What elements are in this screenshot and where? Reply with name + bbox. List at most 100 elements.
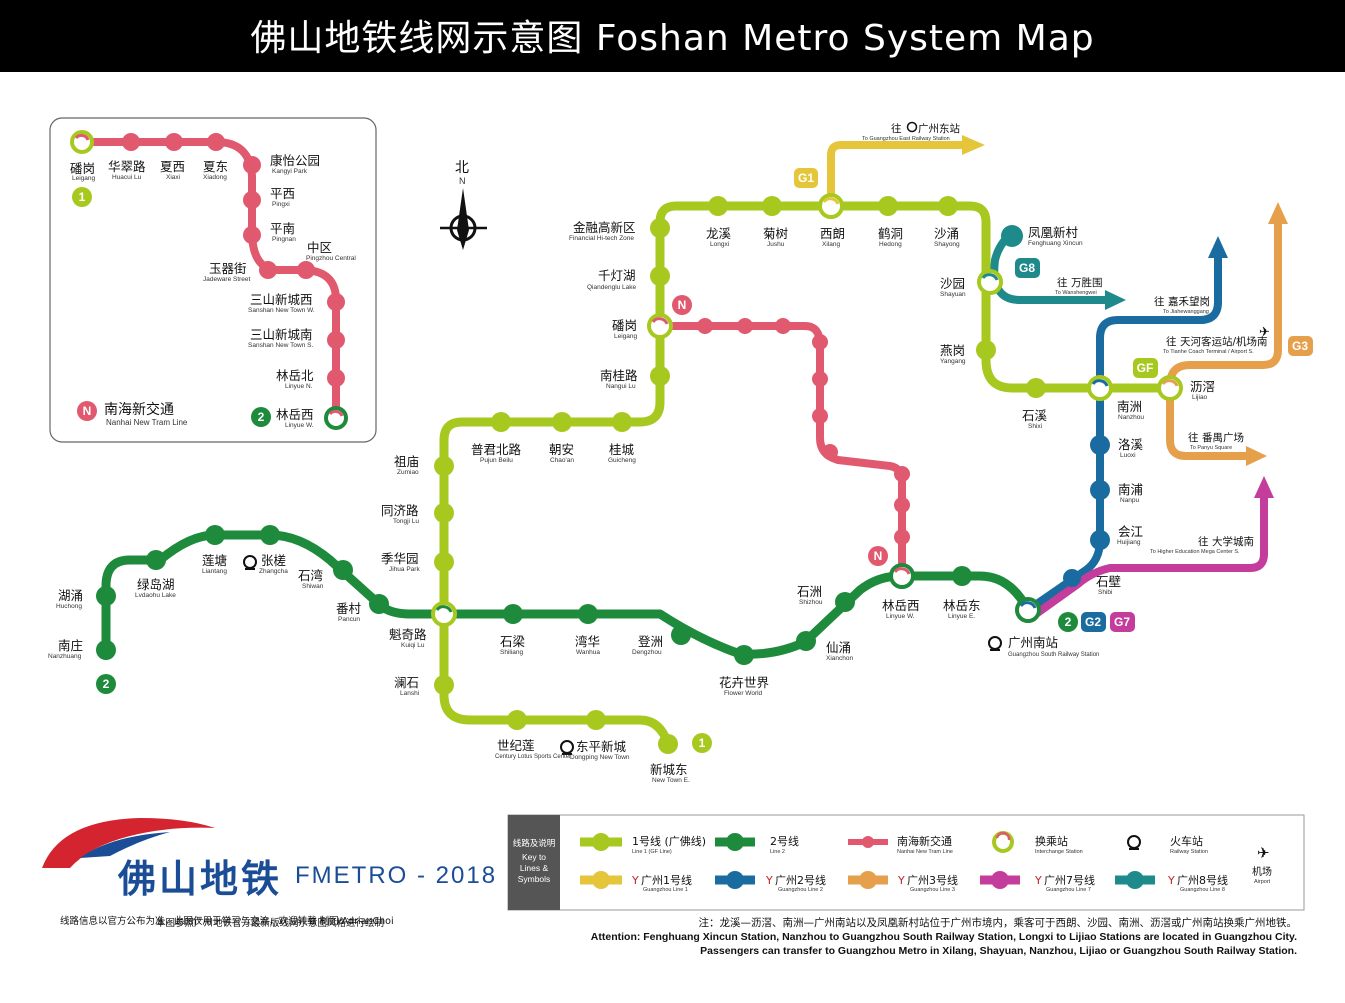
- g7-badge: G7: [1110, 612, 1135, 632]
- station-en: Guicheng: [608, 457, 636, 464]
- station-name: 沙园: [940, 276, 965, 291]
- svg-text:Line 1 (GF Line): Line 1 (GF Line): [632, 849, 672, 855]
- station-name: 张槎: [261, 553, 286, 568]
- station-name: 石湾: [298, 568, 323, 583]
- svg-text:Guangzhou Line 7: Guangzhou Line 7: [1046, 887, 1091, 893]
- station-name: 鹤洞: [878, 226, 903, 241]
- station-en: Shiwan: [302, 583, 324, 590]
- station-en: Luoxi: [1120, 452, 1136, 459]
- gz2-station-dots: [1063, 435, 1110, 587]
- svg-text:GF: GF: [1137, 361, 1154, 375]
- station-name: 南浦: [1118, 482, 1143, 497]
- svg-text:Y: Y: [765, 874, 773, 887]
- station-name: 南庄: [58, 638, 83, 653]
- gz-line8-arrow: [1105, 290, 1126, 310]
- station-en: Wanhua: [576, 649, 600, 656]
- inset-station-en: Xiaxi: [166, 174, 180, 181]
- inset-station-en: Linyue N.: [285, 383, 313, 390]
- gz-line1-arrow: [962, 135, 985, 155]
- station-name: 世纪莲: [497, 738, 535, 753]
- legend-title: 线路及说明: [513, 838, 556, 849]
- line1-badge: 1: [692, 733, 712, 753]
- inset-station-name: 平南: [270, 221, 295, 236]
- svg-text:番禺广场: 番禺广场: [1202, 431, 1244, 444]
- station-en: Huijiang: [1117, 539, 1141, 546]
- station-name: 祖庙: [394, 454, 419, 469]
- interchange-icon: [324, 406, 348, 430]
- railway-station-icon: [988, 636, 1002, 651]
- station-en: Nanzhuang: [48, 653, 82, 660]
- station-en: Linyue W.: [886, 613, 915, 620]
- station-en: Lanshi: [400, 690, 419, 697]
- inset-station-name: 林岳北: [276, 368, 314, 383]
- station-name: 东平新城: [576, 739, 627, 754]
- station-en: Leigang: [614, 333, 638, 340]
- inset-line2-badge: 2: [251, 407, 271, 427]
- interchange-icon: [889, 563, 915, 589]
- svg-text:Guangzhou Line 2: Guangzhou Line 2: [778, 887, 823, 893]
- inset-station-name: 三山新城西: [250, 292, 313, 307]
- station-name: 普君北路: [471, 442, 522, 457]
- station-name: 南洲: [1117, 399, 1142, 414]
- inset-station-en: Sanshan New Town S.: [248, 342, 313, 349]
- station-name: 龙溪: [706, 226, 732, 241]
- railway-station-icon: [560, 740, 574, 755]
- station-en: Pujun Beilu: [480, 457, 513, 464]
- map-title: 佛山地铁线网示意图 Foshan Metro System Map: [250, 18, 1095, 59]
- legend: 线路及说明 Key to Lines & Symbols 1号线 (广佛线) L…: [507, 814, 1305, 911]
- inset-line1-badge: 1: [72, 187, 92, 207]
- station-name: 澜石: [394, 675, 419, 690]
- tram-station-dots: [697, 318, 910, 545]
- station-en: Hedong: [879, 241, 902, 248]
- station-en: Financial Hi-tech Zone: [569, 235, 634, 242]
- svg-text:To Guangzhou East Railway Stat: To Guangzhou East Railway Station: [862, 136, 950, 142]
- station-en: Jihua Park: [389, 566, 420, 573]
- svg-text:Interchange Station: Interchange Station: [1035, 849, 1083, 855]
- station-labels: 金融高新区 Financial Hi-tech Zone 千灯湖 Qianden…: [48, 220, 1215, 784]
- station-name: 绿岛湖: [137, 577, 175, 592]
- gz-line2-arrow: [1208, 236, 1228, 258]
- station-name: 季华园: [381, 551, 419, 566]
- station-name: 莲塘: [202, 553, 227, 568]
- svg-text:万胜围: 万胜围: [1071, 277, 1103, 289]
- station-name: 番村: [336, 601, 362, 616]
- inset-tram-label-en: Nanhai New Tram Line: [106, 418, 188, 427]
- direction-labels: 往 广州东站 To Guangzhou East Railway Station…: [862, 122, 1268, 555]
- svg-text:Line 2: Line 2: [770, 849, 785, 855]
- interchange-icon: [431, 601, 457, 627]
- station-name: 凤凰新村: [1028, 225, 1079, 240]
- svg-text:Y: Y: [631, 874, 639, 887]
- svg-text:N: N: [874, 549, 883, 563]
- svg-text:To Wanshengwei: To Wanshengwei: [1055, 290, 1097, 296]
- svg-text:G3: G3: [1292, 339, 1308, 353]
- svg-text:嘉禾望岗: 嘉禾望岗: [1168, 295, 1210, 308]
- svg-text:广州2号线: 广州2号线: [775, 873, 826, 887]
- interchange-icon: [977, 269, 1003, 295]
- svg-text:Guangzhou Line 1: Guangzhou Line 1: [643, 887, 688, 893]
- compass-icon: 北 N: [440, 160, 487, 250]
- inset-labels: 磻岗 Leigang 华翠路 Huacui Lu 夏西 Xiaxi 夏东 Xia…: [70, 153, 356, 429]
- station-name: 会江: [1118, 524, 1143, 539]
- station-name: 燕岗: [940, 343, 965, 358]
- interchange-icon: [1157, 375, 1183, 401]
- svg-text:✈: ✈: [1259, 325, 1270, 340]
- g2-badge: G2: [1081, 612, 1106, 632]
- line2-path: [101, 530, 1032, 659]
- station-en: Chao'an: [550, 457, 574, 464]
- airport-icon: ✈: [1257, 844, 1270, 862]
- station-en: New Town E.: [652, 777, 690, 784]
- svg-text:往: 往: [891, 122, 902, 135]
- svg-text:往: 往: [1198, 535, 1209, 548]
- svg-text:南海新交通: 南海新交通: [897, 834, 952, 848]
- note-en-1: Attention: Fenghuang Xincun Station, Nan…: [590, 931, 1297, 943]
- station-en: Xilang: [822, 241, 840, 248]
- line2-badge: 2: [1058, 612, 1078, 632]
- svg-text:广州7号线: 广州7号线: [1044, 873, 1095, 887]
- svg-text:Guangzhou Line 8: Guangzhou Line 8: [1180, 887, 1225, 893]
- svg-text:G2: G2: [1085, 615, 1101, 629]
- station-en: Liantang: [202, 568, 227, 575]
- inset-station-en: Pingzhou Central: [306, 255, 356, 262]
- header-bar: 佛山地铁线网示意图 Foshan Metro System Map: [0, 0, 1345, 72]
- station-en: Dengzhou: [632, 649, 662, 656]
- station-en: Yangang: [940, 358, 966, 365]
